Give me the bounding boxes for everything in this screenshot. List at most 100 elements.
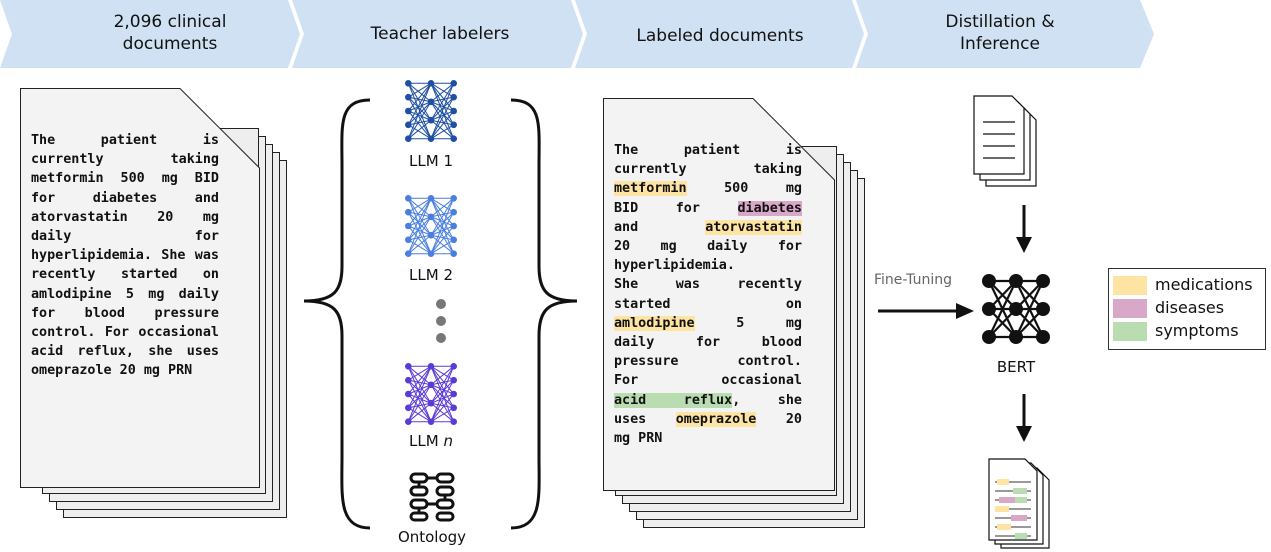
right-brace [510,98,578,530]
text-token: taking [753,162,802,178]
network-node [405,121,412,129]
network-node [450,208,457,216]
network-edge [430,365,455,386]
network-node [450,222,457,230]
text-token: , she [732,392,802,408]
down-arrow-icon [1016,394,1032,442]
network-edge [407,101,432,126]
text-line: started on [614,295,802,314]
network-edge [407,83,432,126]
text-line: pressure control. [614,352,802,371]
network-edge [430,82,455,103]
network-node [1009,302,1023,316]
network-edge [407,384,432,422]
network-edge [430,393,454,404]
network-edge [408,216,432,227]
llmn-network-icon [405,363,457,425]
labeled-output-documents-icon [988,458,1050,549]
llm1-network-icon [405,80,457,142]
network-edge [407,82,432,103]
network-edge [407,82,432,112]
text-token: occasional [721,373,802,389]
network-edge [408,124,432,140]
network-node [450,135,457,142]
network-edge [430,379,455,422]
text-token: 5 [736,315,745,331]
text-line: metformin 500 mg [614,179,802,198]
text-token: 500 [724,181,749,197]
text-token: patient [683,143,741,158]
network-edge [408,197,432,213]
text-token: pressure [614,354,679,370]
network-edge [430,402,455,423]
network-edge [407,211,432,254]
disease-highlight: diabetes [737,200,802,216]
text-token: 20 [785,411,802,427]
network-edge [430,101,454,112]
network-edge [408,119,432,126]
network-node [405,363,412,370]
network-node [450,376,457,384]
text-token: mg [660,239,677,255]
text-line: hyperlipidemia. [614,256,802,275]
network-edge [430,366,455,404]
network-node [405,195,412,202]
medication-highlight: amlodipine [614,315,695,331]
text-line: BID for diabetes [614,199,802,218]
network-node [427,363,435,370]
network-edge [407,197,432,227]
network-edge [407,197,432,218]
bert-network-icon [982,274,1050,344]
network-edge [430,216,455,254]
text-token: for [675,200,700,216]
text-line: currently taking [614,160,802,179]
network-edge [430,124,454,140]
network-node [1009,274,1023,288]
network-edge [407,96,432,139]
medication-highlight: omeprazole [675,411,757,427]
network-node [427,381,435,389]
text-token: mg [785,181,802,197]
network-edge [407,211,432,236]
network-node [405,418,412,425]
down-arrow-icon [1016,205,1032,253]
network-edge [1015,280,1044,338]
network-node [427,399,435,407]
network-edge [407,216,432,254]
network-edge [407,83,432,121]
text-line: For occasional [614,371,802,390]
medication-highlight: metformin [614,181,687,197]
stage-bar [0,0,1154,68]
input-documents-icon [973,95,1037,187]
network-node [450,250,457,257]
network-edge [430,83,455,126]
symptom-highlight: acid reflux [614,392,733,408]
stage-label-distillation: Distillation &Inference [945,12,1055,54]
network-edge [430,225,454,236]
medication-highlight: atorvastatin [705,219,802,235]
network-node [405,390,412,398]
network-node [1009,330,1023,344]
network-node [405,404,412,412]
stage-chevron-1 [0,0,300,68]
text-token: started [614,296,671,312]
text-line: 20 mg daily for [614,237,802,256]
network-node [1036,302,1050,316]
network-edge [430,225,455,255]
network-edge [430,211,455,236]
llm1-label: LLM 1 [409,152,453,170]
network-edge [430,198,455,254]
network-node [450,93,457,101]
network-edge [408,379,432,386]
network-edge [430,110,454,121]
network-node [427,98,435,106]
network-edge [407,198,432,254]
network-edge [407,384,432,409]
llm2-label: LLM 2 [409,266,453,284]
network-edge [407,110,432,140]
network-node [427,418,435,425]
network-edge [430,379,455,404]
network-edge [430,239,454,255]
network-edge [430,197,454,213]
